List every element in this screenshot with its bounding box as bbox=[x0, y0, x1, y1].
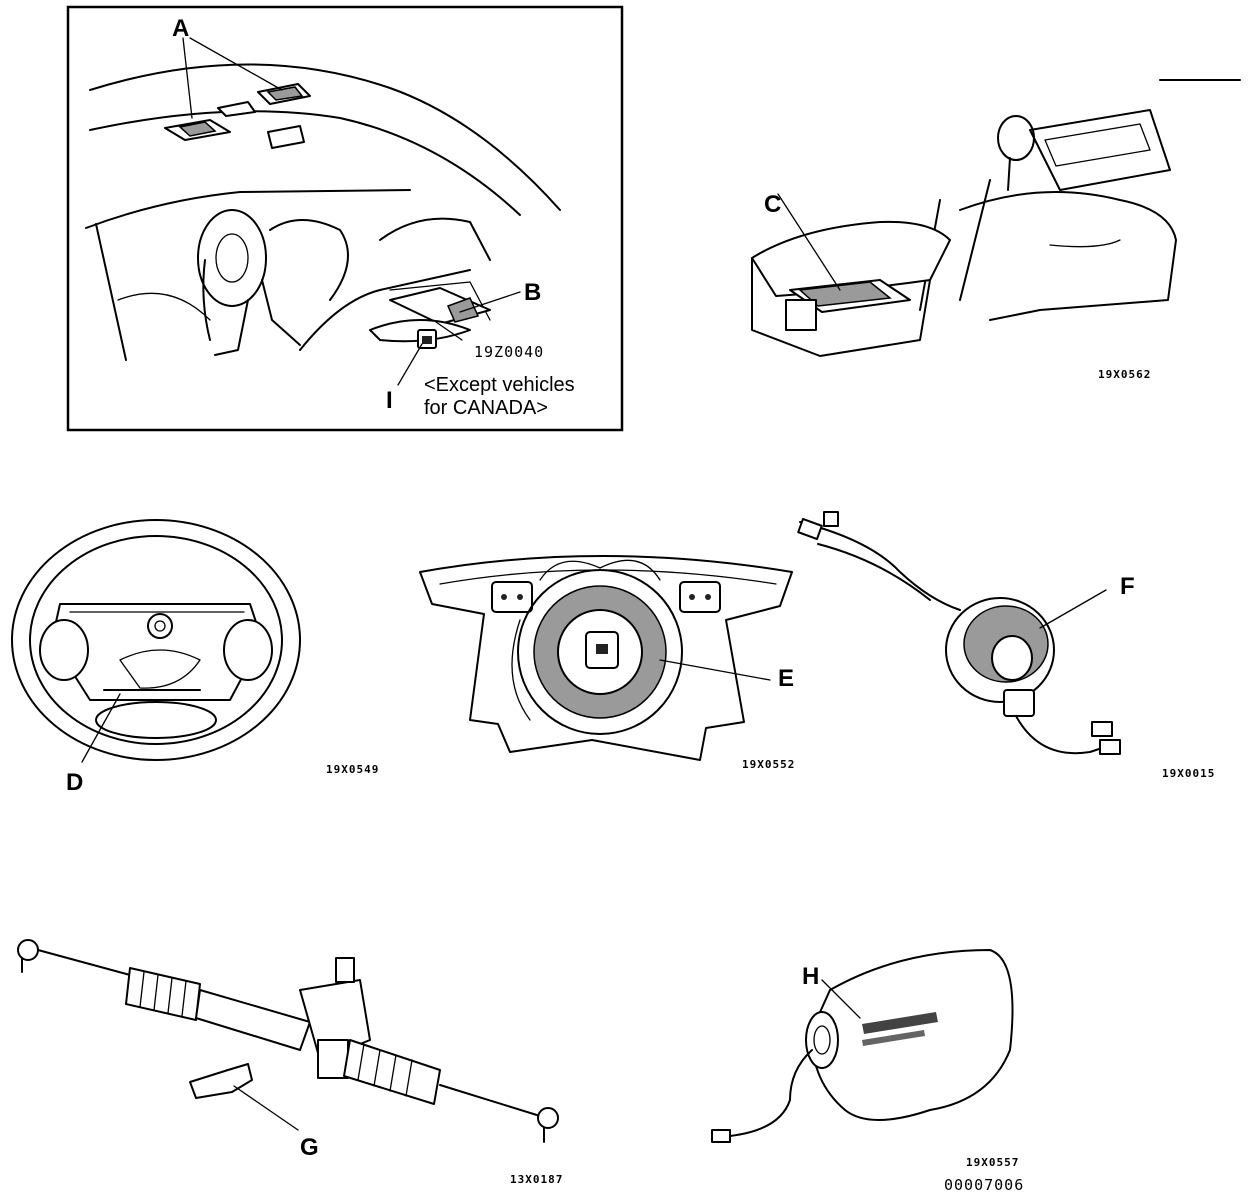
console-figure: C 19X0562 bbox=[751, 79, 1241, 381]
figure-code-steering-wheel: 19X0549 bbox=[326, 763, 379, 776]
dashboard-frame bbox=[66, 5, 624, 432]
callout-a: A bbox=[172, 15, 189, 42]
steering-wheel-figure: D 19X0549 bbox=[11, 519, 379, 796]
callout-g: G bbox=[300, 1134, 319, 1161]
callout-d: D bbox=[66, 769, 83, 796]
callout-f: F bbox=[1120, 573, 1135, 600]
figure-code-dashboard: 19Z0040 bbox=[474, 343, 544, 361]
callout-h: H bbox=[802, 963, 819, 990]
note-except-line1: <Except vehicles bbox=[424, 374, 575, 396]
clock-spring-figure: F 19X0015 bbox=[797, 511, 1215, 780]
callout-c: C bbox=[764, 191, 781, 218]
figure-code-console: 19X0562 bbox=[1098, 368, 1151, 381]
figure-code-clock-spring: 19X0015 bbox=[1162, 767, 1215, 780]
airbag-module-figure: E 19X0552 bbox=[419, 555, 795, 771]
document-id: 00007006 bbox=[944, 1176, 1024, 1194]
callout-i: I bbox=[386, 387, 393, 414]
dashboard-figure: A B I 19Z0040 <Except vehicles for CANAD… bbox=[66, 5, 624, 432]
figure-code-steering-gear: 13X0187 bbox=[510, 1173, 563, 1186]
figure-code-airbag-module: 19X0552 bbox=[742, 758, 795, 771]
note-except-line2: for CANADA> bbox=[424, 397, 548, 419]
steering-gear-figure: G 13X0187 bbox=[17, 939, 563, 1186]
callout-e: E bbox=[778, 665, 794, 692]
callout-b: B bbox=[524, 279, 541, 306]
inflator-figure: H 19X0557 00007006 bbox=[711, 949, 1024, 1194]
figure-code-inflator: 19X0557 bbox=[966, 1156, 1019, 1169]
